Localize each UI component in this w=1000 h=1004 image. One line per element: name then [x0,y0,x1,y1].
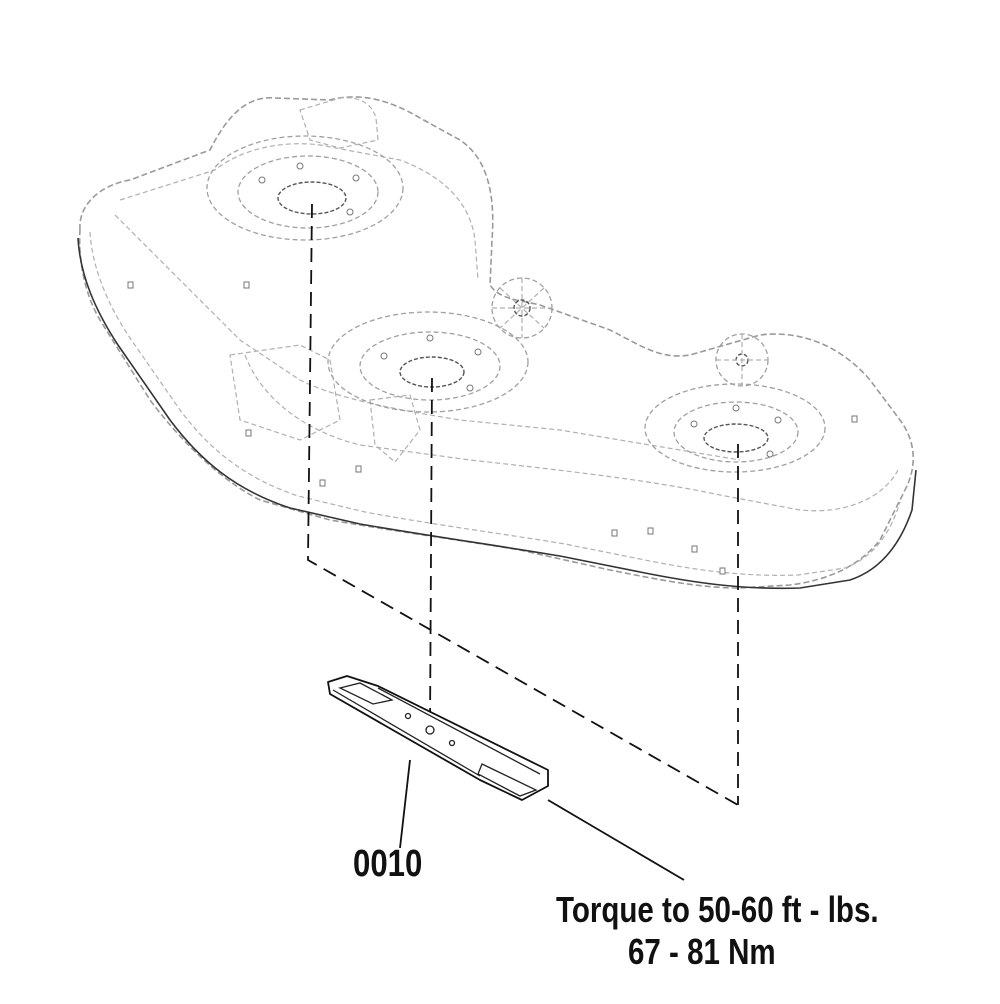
bolt-hole [426,334,434,342]
torque-leader [547,799,685,881]
idler-pulley-right [715,333,769,387]
torque-spec-nm: 67 - 81 Nm [628,931,776,972]
spindle-left [206,135,404,241]
bolt-hole [774,416,782,424]
deck-top-contour-3 [244,354,899,512]
deck-chute [229,344,341,441]
center-line-left-spindle [307,203,739,806]
bolt-hole [296,162,304,170]
deck-top-contour-1 [119,143,479,281]
blade-mount-hole [448,739,456,747]
bolt-hole [352,174,360,182]
deck-top-contour-2 [114,214,741,461]
blade-mount-hole [404,712,412,720]
spindle-right-mid-ring [673,401,799,463]
spindle-center-outer-ring [327,311,529,413]
deck-skirt-inner [89,231,901,576]
assembly-center-lines [307,203,739,806]
spindle-left-mid-ring [237,155,379,229]
idler-pulley [491,277,553,339]
mower-blade [327,675,549,801]
blade-outline [327,675,549,801]
torque-spec-ftlbs: Torque to 50-60 ft - lbs. [556,889,879,930]
deck-front-bracket [369,394,421,463]
bolt-hole [766,450,774,458]
spindle-right [644,333,826,473]
bolt-hole [690,420,698,428]
spindle-center-mid-ring [359,331,501,401]
blade-lift-left [338,682,394,705]
blade-center-hole [425,725,435,735]
spindle-right-outer-ring [644,383,826,473]
mower-deck [77,96,917,590]
deck-mounting-slots [127,281,858,575]
spindle-left-hole [277,181,347,215]
blade-lift-right [477,763,538,797]
part-number-leader [399,759,411,849]
bolt-hole [466,384,474,392]
center-line-center-spindle [429,377,433,729]
bolt-hole [346,208,354,216]
deck-skirt-edge [77,237,917,590]
bolt-hole [258,176,266,184]
deck-outer-outline [78,96,915,589]
blade-cutting-edge [332,687,541,777]
spindle-left-outer-ring [206,135,404,241]
bolt-hole [474,348,482,356]
spindle-right-hole [703,423,769,453]
part-number-label: 0010 [353,843,423,885]
spindle-center [327,277,553,413]
deck-belt-cover [299,97,379,149]
bolt-hole [732,404,740,412]
bolt-hole [380,352,388,360]
